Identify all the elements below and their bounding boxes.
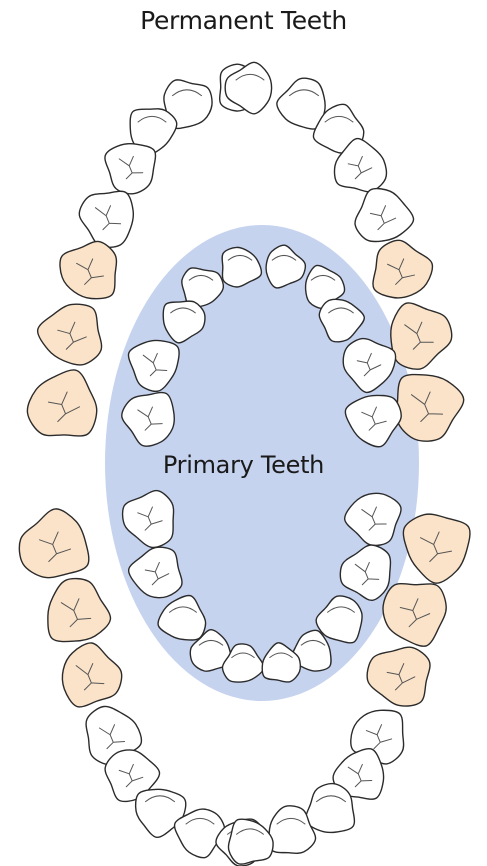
permanent-tooth-right-16[interactable] <box>228 819 273 864</box>
permanent-tooth-right-5[interactable] <box>355 189 414 242</box>
permanent-tooth-left-10[interactable] <box>48 579 111 642</box>
permanent-tooth-right-6[interactable] <box>373 240 432 298</box>
tooth-crown <box>277 78 325 129</box>
permanent-tooth-left-11[interactable] <box>62 643 121 707</box>
permanent-tooth-left-9[interactable] <box>19 509 88 578</box>
permanent-tooth-right-11[interactable] <box>367 647 430 706</box>
tooth-crown <box>355 189 414 242</box>
tooth-crown <box>62 643 121 707</box>
permanent-tooth-left-4[interactable] <box>105 144 156 194</box>
permanent-tooth-right-9[interactable] <box>403 514 470 583</box>
permanent-tooth-left-5[interactable] <box>79 191 133 247</box>
tooth-crown <box>38 304 102 365</box>
tooth-crown <box>367 647 430 706</box>
tooth-crown <box>397 375 464 442</box>
permanent-tooth-left-8[interactable] <box>27 370 96 436</box>
permanent-tooth-right-8[interactable] <box>397 375 464 442</box>
tooth-crown <box>48 579 111 642</box>
permanent-tooth-right-2[interactable] <box>277 78 325 129</box>
tooth-crown <box>19 509 88 578</box>
permanent-tooth-right-14[interactable] <box>306 784 355 833</box>
tooth-crown <box>228 819 273 864</box>
tooth-crown <box>306 784 355 833</box>
permanent-teeth-title: Permanent Teeth <box>0 6 487 35</box>
permanent-tooth-left-6[interactable] <box>60 241 116 298</box>
permanent-tooth-right-10[interactable] <box>383 584 446 647</box>
tooth-crown <box>403 514 470 583</box>
tooth-crown <box>391 303 452 369</box>
permanent-tooth-right-7[interactable] <box>391 303 452 369</box>
primary-teeth-title: Primary Teeth <box>0 451 487 479</box>
permanent-tooth-left-7[interactable] <box>38 304 102 365</box>
tooth-crown <box>79 191 133 247</box>
tooth-crown <box>373 240 432 298</box>
